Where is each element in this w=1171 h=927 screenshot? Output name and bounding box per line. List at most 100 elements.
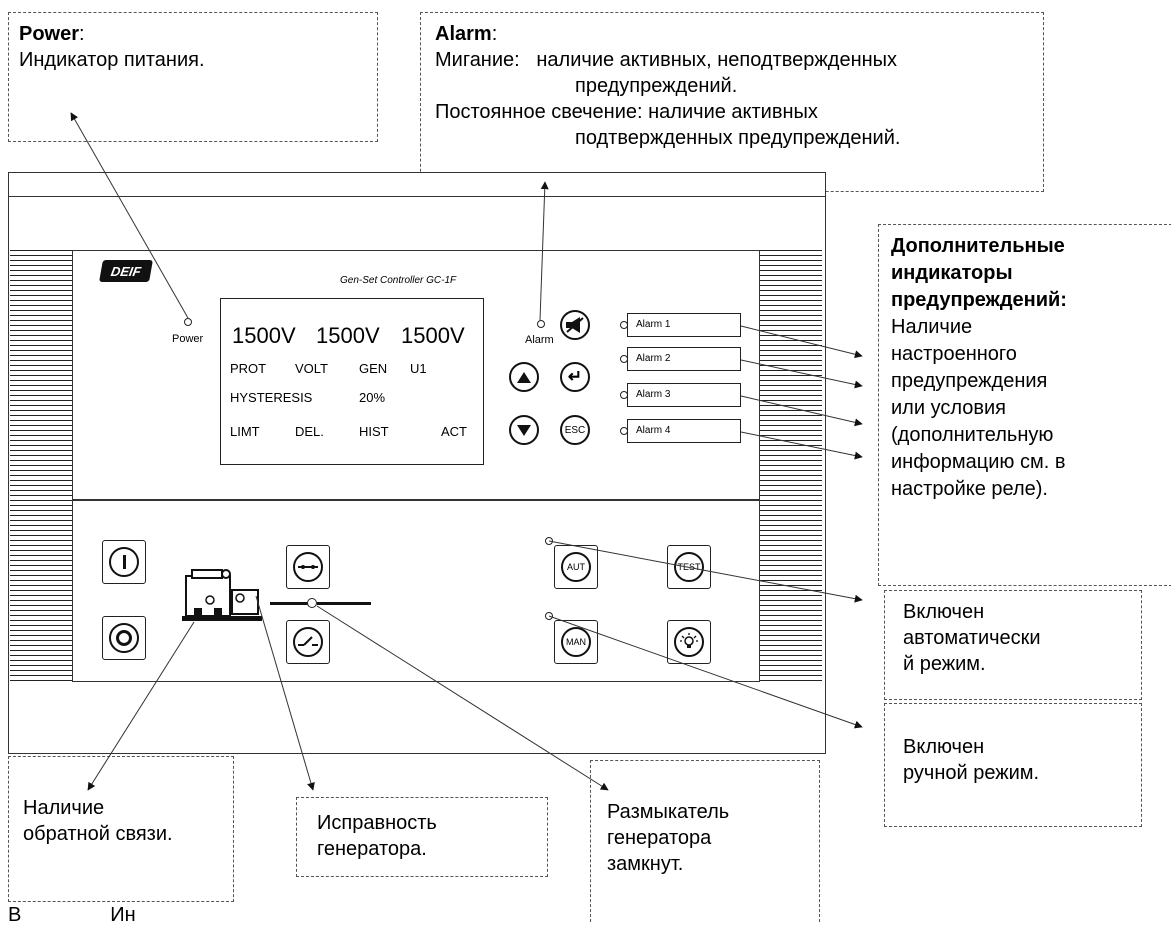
callout-feedback-line1: Наличие: [23, 797, 105, 819]
test-label: TEST: [674, 552, 704, 582]
callout-extra-text-5: (дополнительную: [891, 424, 1054, 446]
horn-silence-button[interactable]: [560, 310, 590, 340]
left-grille: [10, 250, 72, 682]
down-arrow-icon: [517, 424, 531, 436]
callout-alarm-blink-text: наличие активных, неподтвержденных: [536, 49, 898, 71]
callout-alarm-blink-label: Мигание:: [435, 49, 520, 71]
callout-manual-line2: ручной режим.: [903, 762, 1040, 784]
brand-logo: DEIF: [99, 260, 153, 282]
callout-alarm-title: Alarm: [435, 23, 492, 45]
callout-extra-text-7: настройке реле).: [891, 478, 1048, 500]
alarm-label-1: Alarm 1: [627, 313, 741, 337]
model-label: Gen-Set Controller GC-1F: [340, 275, 457, 286]
power-led: [184, 318, 192, 326]
callout-extra-text-2: настроенного: [891, 343, 1017, 365]
lcd-display: 1500V 1500V 1500V PROT VOLT GEN U1 HYSTE…: [220, 298, 484, 465]
lcd-row2-c3: GEN: [359, 361, 388, 376]
breaker-open-button[interactable]: [286, 620, 330, 664]
lcd-row3-c1: HYSTERESIS: [230, 390, 313, 405]
callout-generator-line2: генератора.: [317, 838, 427, 860]
callout-extra-text-3: предупреждения: [891, 370, 1048, 392]
start-icon: [109, 547, 139, 577]
man-label: MAN: [561, 627, 591, 657]
breaker-closed-led: [307, 598, 317, 608]
lcd-row2-c2: VOLT: [295, 361, 328, 376]
callout-generator-line1: Исправность: [317, 812, 437, 834]
aut-label: AUT: [561, 552, 591, 582]
callout-alarm-line3: Постоянное свечение: наличие активных: [435, 101, 818, 123]
power-led-label: Power: [172, 333, 204, 345]
lcd-row3-c2: 20%: [359, 390, 386, 405]
callout-manual-line1: Включен: [903, 736, 985, 758]
breaker-close-button[interactable]: [286, 545, 330, 589]
lcd-row4-c2: DEL.: [295, 424, 324, 439]
lamp-test-button[interactable]: [667, 620, 711, 664]
callout-auto-line3: й режим.: [903, 653, 986, 675]
callout-alarm-line4: подтвержденных предупреждений.: [575, 127, 901, 149]
stop-icon: [109, 623, 139, 653]
callout-breaker-line3: замкнут.: [607, 853, 684, 875]
callout-power-text: Индикатор питания.: [19, 49, 205, 71]
lcd-row4-c4: ACT: [441, 424, 467, 439]
footer-partial-text: В Ин: [8, 904, 136, 926]
alarm-led-label: Alarm: [525, 334, 554, 346]
callout-alarm-line2: предупреждений.: [575, 75, 738, 97]
callout-power-title: Power: [19, 23, 80, 45]
lcd-row2-c4: U1: [410, 361, 427, 376]
lcd-row2-c1: PROT: [230, 361, 267, 376]
lcd-row4-c1: LIMT: [230, 424, 260, 439]
callout-feedback-line2: обратной связи.: [23, 823, 173, 845]
callout-extra-title-2: индикаторы: [891, 262, 1013, 284]
right-grille: [760, 250, 822, 682]
manual-mode-led: [545, 612, 553, 620]
horn-icon: [566, 317, 584, 333]
callout-power-colon: :: [79, 23, 85, 45]
enter-button[interactable]: ↵: [560, 362, 590, 392]
callout-breaker-line2: генератора: [607, 827, 712, 849]
up-arrow-icon: [517, 371, 531, 383]
auto-mode-button[interactable]: AUT: [554, 545, 598, 589]
manual-mode-button[interactable]: MAN: [554, 620, 598, 664]
callout-extra-alarms: Дополнительные индикаторы предупреждений…: [878, 224, 1171, 586]
callout-alarm-colon: :: [491, 23, 498, 45]
esc-button[interactable]: ESC: [560, 415, 590, 445]
down-button[interactable]: [509, 415, 539, 445]
enter-icon: ↵: [567, 367, 583, 386]
callout-extra-text-6: информацию см. в: [891, 451, 1066, 473]
test-button[interactable]: TEST: [667, 545, 711, 589]
alarm-label-3: Alarm 3: [627, 383, 741, 407]
lcd-row4-c3: HIST: [359, 424, 389, 439]
callout-manual-mode: Включен ручной режим.: [884, 703, 1142, 827]
breaker-open-icon: [293, 627, 323, 657]
start-button[interactable]: [102, 540, 146, 584]
auto-mode-led: [545, 537, 553, 545]
lcd-row1-v1: 1500V: [232, 323, 296, 348]
callout-extra-title-3: предупреждений:: [891, 289, 1067, 311]
up-button[interactable]: [509, 362, 539, 392]
alarm-led: [537, 320, 545, 328]
callout-auto-line2: автоматически: [903, 627, 1041, 649]
callout-extra-text-1: Наличие: [891, 316, 973, 338]
esc-label: ESC: [564, 424, 586, 436]
lamp-icon: [674, 627, 704, 657]
brand-logo-text: DEIF: [109, 263, 143, 279]
busbar-line: [317, 602, 371, 605]
callout-alarm: Alarm: Мигание: наличие активных, неподт…: [420, 12, 1044, 192]
lower-faceplate: [72, 500, 760, 682]
generator-icon: [182, 569, 262, 621]
lcd-row1-v2: 1500V: [316, 323, 380, 348]
alarm-label-4: Alarm 4: [627, 419, 741, 443]
breaker-close-icon: [293, 552, 323, 582]
callout-power: Power: Индикатор питания.: [8, 12, 378, 142]
callout-auto-mode: Включен автоматически й режим.: [884, 590, 1142, 700]
generator-bus-line: [270, 602, 308, 605]
callout-auto-line1: Включен: [903, 601, 985, 623]
device-upper-frame: [8, 172, 826, 197]
alarm-label-2: Alarm 2: [627, 347, 741, 371]
callout-breaker-closed: Размыкатель генератора замкнут.: [590, 760, 820, 922]
callout-breaker-line1: Размыкатель: [607, 801, 730, 823]
stop-button[interactable]: [102, 616, 146, 660]
lcd-row1-v3: 1500V: [401, 323, 465, 348]
callout-feedback: Наличие обратной связи.: [8, 756, 234, 902]
callout-generator-ok: Исправность генератора.: [296, 797, 548, 877]
